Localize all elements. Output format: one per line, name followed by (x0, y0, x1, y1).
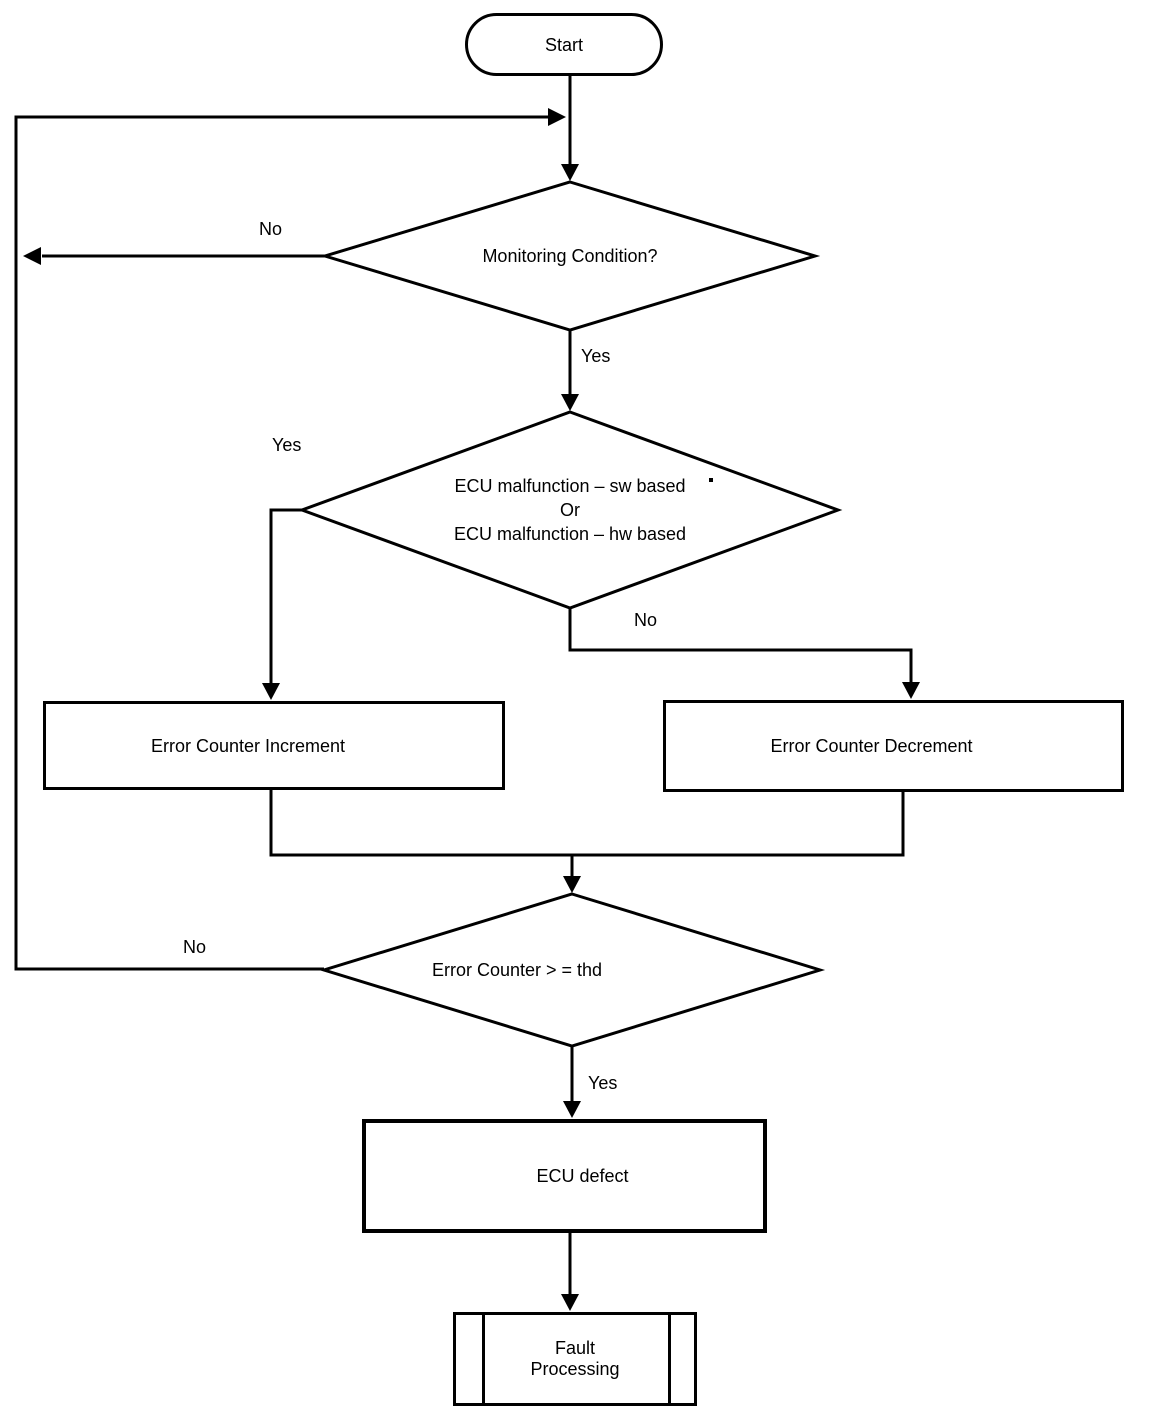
edge-label-threshold-yes: Yes (588, 1073, 618, 1093)
edge-label-malfunction-no: No (634, 610, 658, 630)
arrowhead-monitoring (561, 164, 579, 181)
fault-processing-right-bar (668, 1315, 671, 1403)
edge-label-malfunction-yes: Yes (272, 435, 302, 455)
edge-label-monitoring-yes: Yes (581, 346, 611, 366)
arrowhead-threshold (563, 876, 581, 893)
decision-malfunction-label-box: ECU malfunction – sw based Or ECU malfun… (302, 412, 838, 608)
start-node: Start (465, 13, 663, 76)
arrowhead-loop-into-main (548, 108, 566, 126)
arrowhead-defect (563, 1101, 581, 1118)
decision-monitoring-label: Monitoring Condition? (482, 246, 658, 266)
defect-label: ECU defect (536, 1166, 629, 1186)
decision-monitoring-label-box: Monitoring Condition? (325, 182, 815, 330)
edge-malfunction-yes-line (269, 508, 302, 685)
arrowhead-malfunction (561, 394, 579, 411)
decrement-node: Error Counter Decrement (663, 700, 1124, 792)
edge-loop-back-line (14, 115, 550, 971)
fault-processing-node: Fault Processing (453, 1312, 697, 1406)
edge-merge-line (269, 790, 905, 857)
start-label: Start (544, 34, 583, 55)
fault-processing-line2: Processing (530, 1359, 620, 1379)
arrowhead-decrement (902, 682, 920, 699)
fault-processing-left-bar (482, 1315, 485, 1403)
edge-malfunction-no-line (568, 608, 913, 684)
edge-label-threshold-no: No (183, 937, 207, 957)
decision-malfunction-shape (297, 410, 843, 610)
decision-malfunction-line2: Or (560, 500, 580, 520)
decision-malfunction-line3: ECU malfunction – hw based (453, 524, 687, 544)
arrowhead-increment (262, 683, 280, 700)
stray-dot (709, 478, 713, 482)
edge-label-monitoring-no: No (259, 219, 283, 239)
decrement-label: Error Counter Decrement (770, 736, 973, 756)
decision-threshold-label-box: Error Counter > = thd (324, 894, 820, 1046)
decision-monitoring-shape (319, 180, 821, 332)
fault-processing-label: Fault Processing (530, 1338, 619, 1380)
arrowhead-monitoring-no (23, 247, 41, 265)
decision-threshold-shape (318, 892, 826, 1048)
fault-processing-line1: Fault (554, 1338, 595, 1358)
decision-malfunction-label: ECU malfunction – sw based Or ECU malfun… (454, 474, 686, 546)
increment-label: Error Counter Increment (150, 735, 346, 756)
increment-node: Error Counter Increment (43, 701, 505, 790)
defect-node: ECU defect (362, 1119, 767, 1233)
decision-malfunction-line1: ECU malfunction – sw based (454, 476, 686, 496)
decision-threshold-label: Error Counter > = thd (431, 960, 603, 980)
arrowhead-fault (561, 1294, 579, 1311)
